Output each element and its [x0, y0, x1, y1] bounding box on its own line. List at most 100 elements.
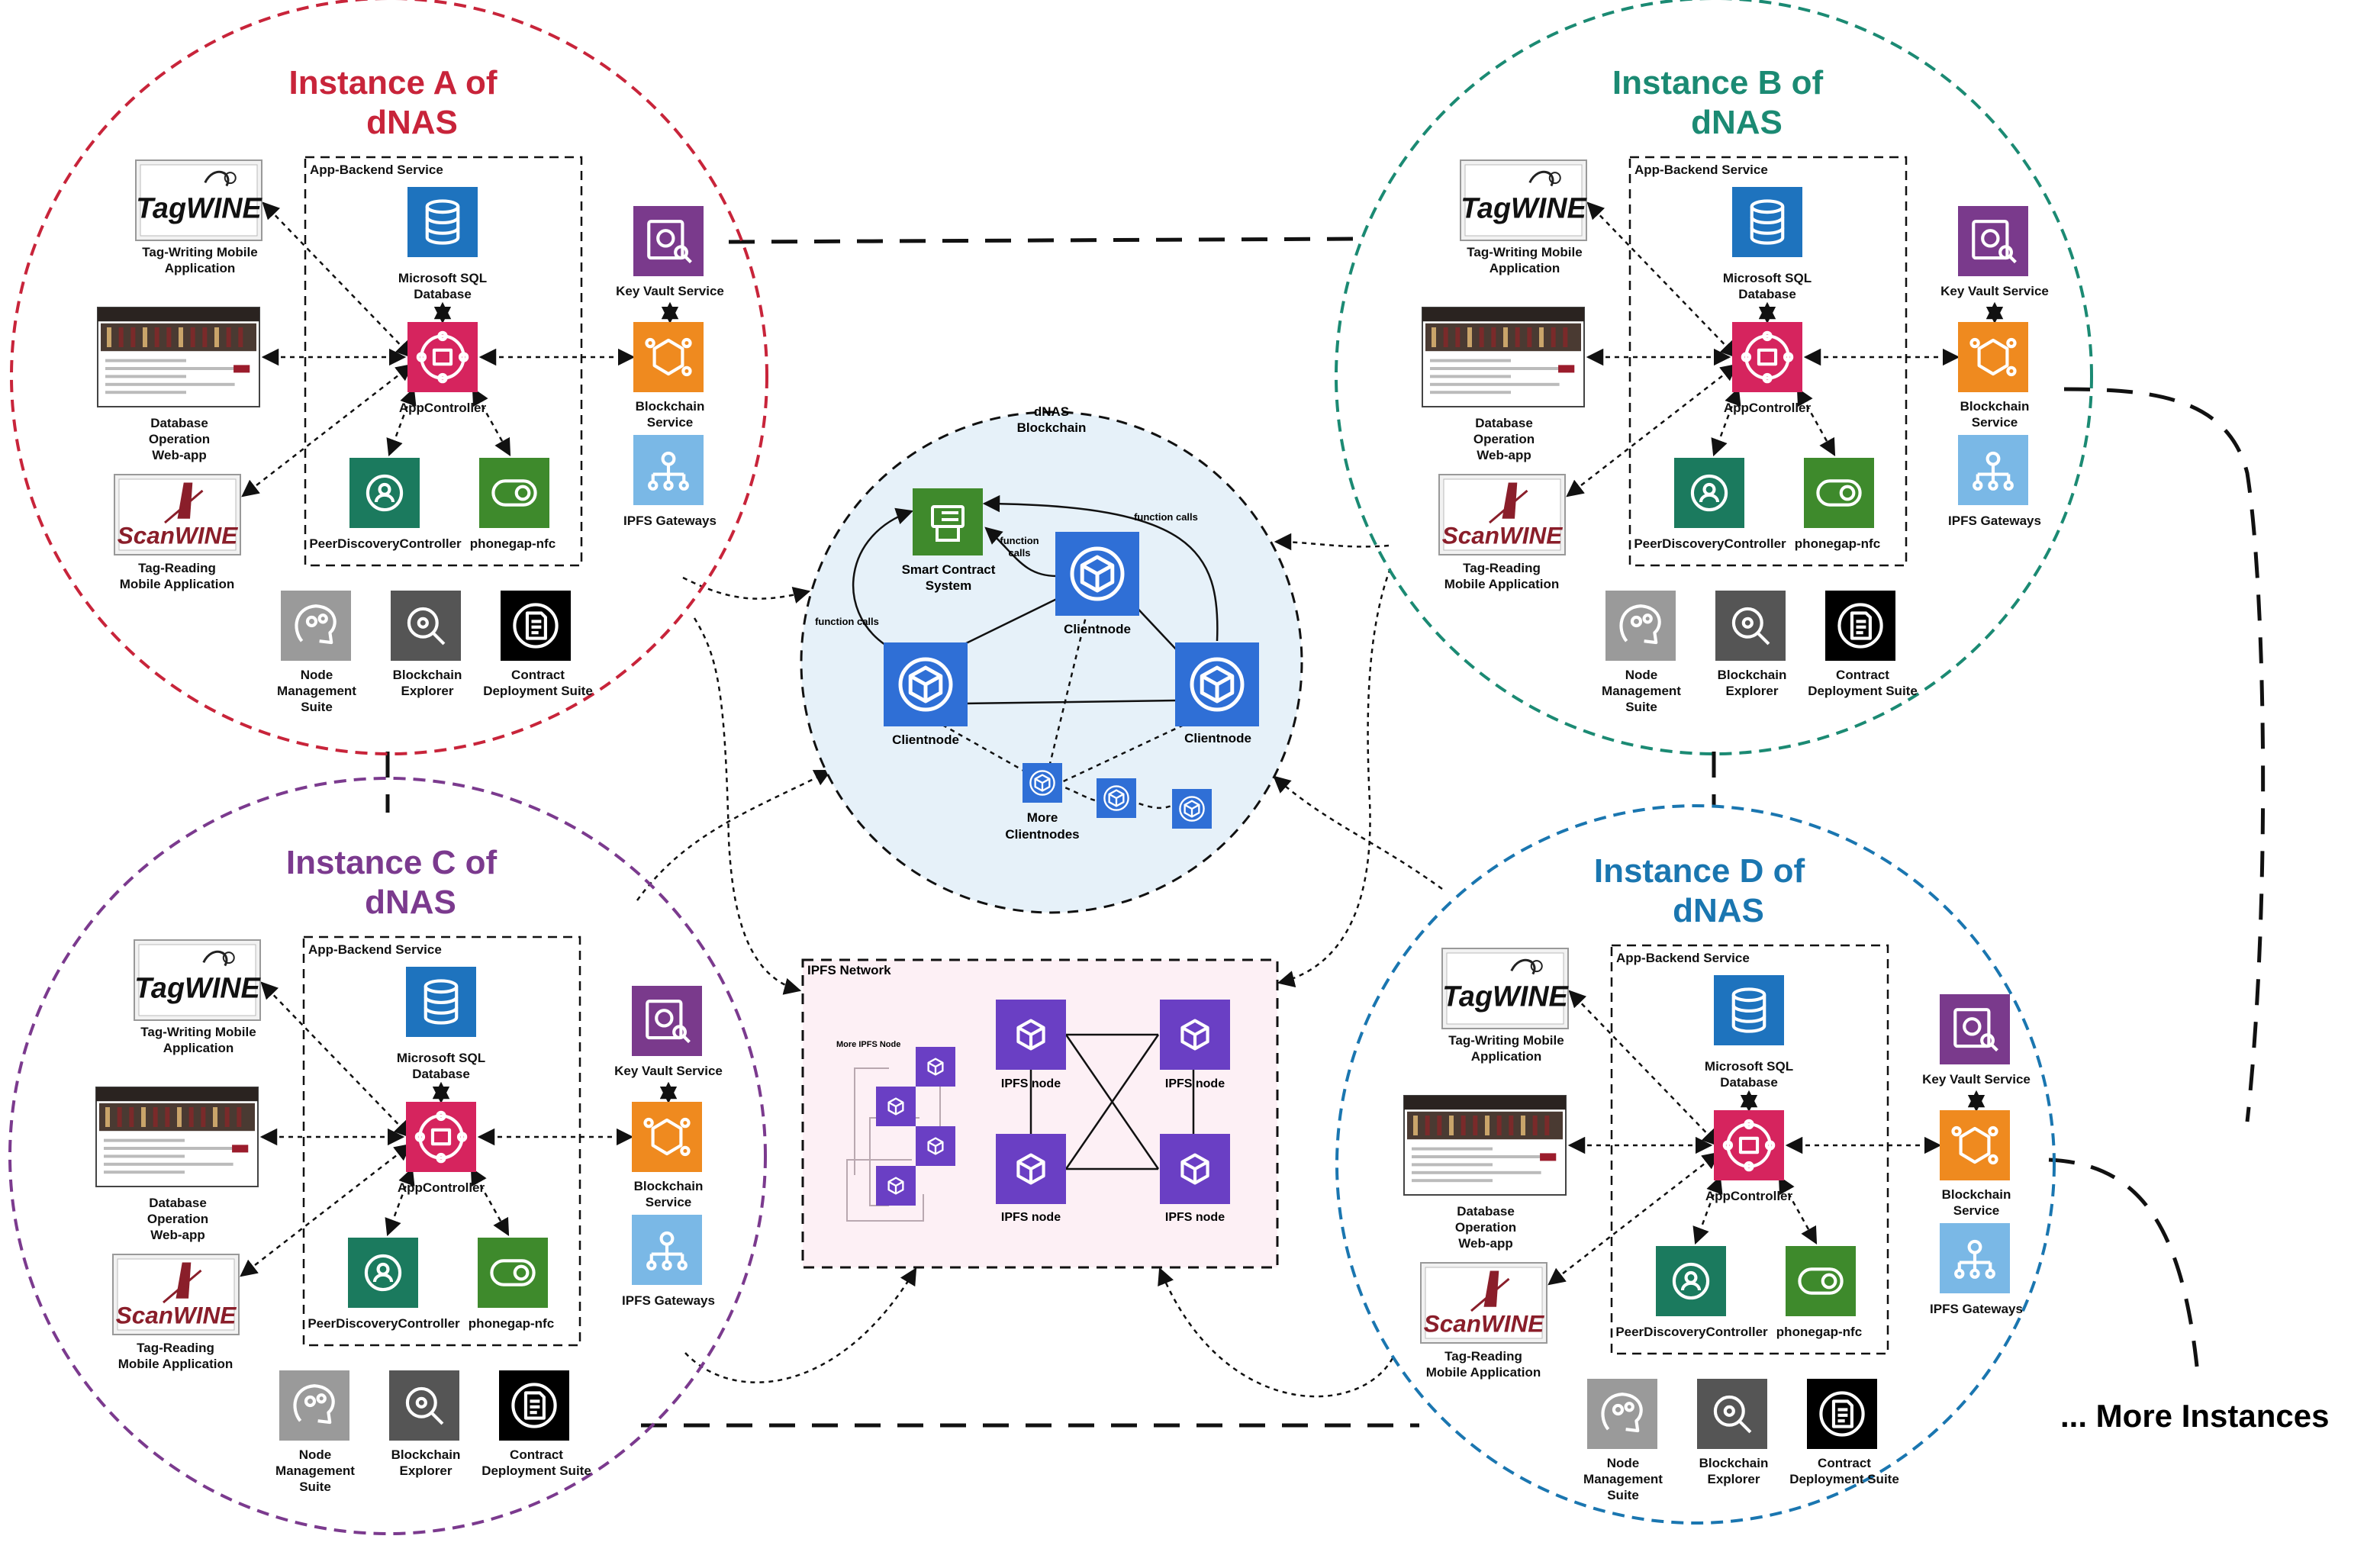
- connector: [1796, 388, 1836, 456]
- clientnode-label: Clientnode: [1184, 731, 1251, 745]
- clientnode-label: Clientnode: [1064, 622, 1131, 636]
- ipfs-node-icon: [1160, 1000, 1230, 1070]
- scanwine-beam: [1489, 489, 1528, 524]
- webapp-row: [1412, 1155, 1541, 1158]
- nfc-toggle-icon-bg: [479, 458, 549, 528]
- node-management-label: Suite: [301, 700, 333, 714]
- app-controller-icon: [407, 322, 478, 392]
- webapp-row: [105, 382, 235, 386]
- peer-discovery-label: PeerDiscoveryController: [309, 536, 462, 551]
- tagwine-logo-inner: [140, 164, 258, 237]
- tagwine-logo-inner: [1464, 164, 1583, 237]
- key-vault-label: Key Vault Service: [1922, 1072, 2031, 1087]
- scanwine-logo-text: ScanWINE: [116, 1301, 237, 1328]
- app-backend-service-label: App-Backend Service: [1616, 951, 1750, 965]
- connector: [1586, 201, 1738, 359]
- nfc-toggle-icon: [479, 458, 549, 528]
- app-controller-label: AppController: [1705, 1189, 1793, 1203]
- more-ipfs-node-icon: [916, 1126, 955, 1166]
- webapp-bottle: [226, 327, 231, 347]
- app-controller-label: AppController: [398, 1180, 485, 1195]
- smart-contract-label-2: System: [926, 578, 971, 593]
- database-webapp-label: Operation: [1473, 432, 1535, 446]
- key-vault-icon: [1940, 994, 2010, 1064]
- webapp-bottle: [1473, 1116, 1478, 1135]
- ipfs-gateway-icon: [1958, 435, 2028, 505]
- tag-reading-label: Tag-Reading: [138, 561, 216, 575]
- app-backend-service-label: App-Backend Service: [310, 163, 443, 177]
- ipfs-network: IPFS Network More IPFS Node IPFS node IP…: [801, 958, 1279, 1269]
- brain-icon-bg: [281, 591, 351, 661]
- instance-boundary: [1335, 804, 2056, 1525]
- webapp-row: [104, 1154, 185, 1158]
- sql-database-label: Microsoft SQL: [1723, 271, 1812, 285]
- database-icon: [406, 967, 476, 1037]
- blockchain-explorer-label: Explorer: [1726, 684, 1779, 698]
- blockchain-explorer-label: Explorer: [401, 684, 454, 698]
- webapp-bottle: [153, 1107, 158, 1127]
- ipfs-node-icon: [1160, 1134, 1230, 1204]
- app-backend-service-label: App-Backend Service: [308, 942, 442, 957]
- tagwine-logo: TagWINE: [1460, 159, 1588, 241]
- contract-deployment-label: Contract: [1836, 668, 1889, 682]
- instance-title-line2: dNAS: [1673, 892, 1764, 929]
- instance-title-line1: Instance D of: [1594, 852, 1805, 890]
- database-icon: [1732, 187, 1802, 257]
- webapp-bottle: [1532, 1116, 1538, 1135]
- contract-deployment-label: Contract: [511, 668, 565, 682]
- ipfs-node-icon: [996, 1134, 1066, 1204]
- webapp-button: [1540, 1153, 1557, 1161]
- instance-title-line1: Instance A of: [288, 64, 497, 101]
- webapp-bottle: [1443, 327, 1448, 347]
- app-controller-icon: [406, 1102, 476, 1172]
- database-webapp-label: Operation: [147, 1212, 208, 1226]
- nfc-toggle-icon-bg: [1786, 1246, 1856, 1316]
- blockchain-service-label: Service: [646, 1195, 692, 1209]
- database-webapp-label: Database: [150, 416, 208, 430]
- webapp-bottle: [141, 1107, 146, 1127]
- app-controller-label: AppController: [1724, 401, 1812, 415]
- webapp-bottle: [188, 1107, 194, 1127]
- scanwine-logo: ScanWINE: [1438, 474, 1566, 555]
- webapp-bottle: [238, 327, 243, 347]
- webapp-bottle: [1491, 327, 1496, 347]
- key-vault-label: Key Vault Service: [614, 1064, 723, 1078]
- magnifier-icon: [389, 1370, 459, 1441]
- brain-icon-bg: [1605, 591, 1676, 661]
- ipfs-node-label: IPFS node: [1001, 1211, 1061, 1224]
- tag-reading-label: Tag-Reading: [137, 1341, 214, 1355]
- tag-writing-label: Tag-Writing Mobile: [1448, 1033, 1564, 1048]
- instance-boundary: [8, 777, 767, 1535]
- webapp-bottle: [165, 1107, 170, 1127]
- app-controller-icon: [1732, 322, 1802, 392]
- webapp-bottle: [1467, 327, 1472, 347]
- blockchain-service-icon-bg: [633, 322, 704, 392]
- connector: [1778, 1176, 1818, 1244]
- webapp-bottle: [1544, 1116, 1550, 1135]
- connector: [1568, 990, 1720, 1147]
- scanwine-logo-text: ScanWINE: [1424, 1309, 1545, 1337]
- function-calls-label: function: [1000, 535, 1039, 546]
- contract-deployment-label: Deployment Suite: [1808, 684, 1918, 698]
- node-management-label: Management: [1583, 1472, 1663, 1486]
- tag-writing-label: Application: [165, 261, 236, 275]
- webapp-row: [1412, 1179, 1493, 1183]
- connector: [470, 1167, 510, 1236]
- nfc-toggle-icon: [1804, 458, 1874, 528]
- node-management-label: Node: [1607, 1456, 1640, 1470]
- peer-discovery-label: PeerDiscoveryController: [1634, 536, 1786, 551]
- webapp-bottle: [224, 1107, 230, 1127]
- tagwine-dot: [222, 951, 235, 964]
- webapp-bottle: [1485, 1116, 1490, 1135]
- ipfs-node-label: IPFS node: [1001, 1077, 1061, 1090]
- phonegap-nfc-label: phonegap-nfc: [1776, 1325, 1862, 1339]
- brain-icon-bg: [279, 1370, 349, 1441]
- connector: [385, 1167, 415, 1237]
- nfc-toggle-icon-bg: [1804, 458, 1874, 528]
- instance-boundary: [1335, 0, 2093, 755]
- webapp-bottle: [1449, 1116, 1454, 1135]
- nfc-toggle-icon: [1786, 1246, 1856, 1316]
- scanwine-logo-text: ScanWINE: [118, 521, 239, 549]
